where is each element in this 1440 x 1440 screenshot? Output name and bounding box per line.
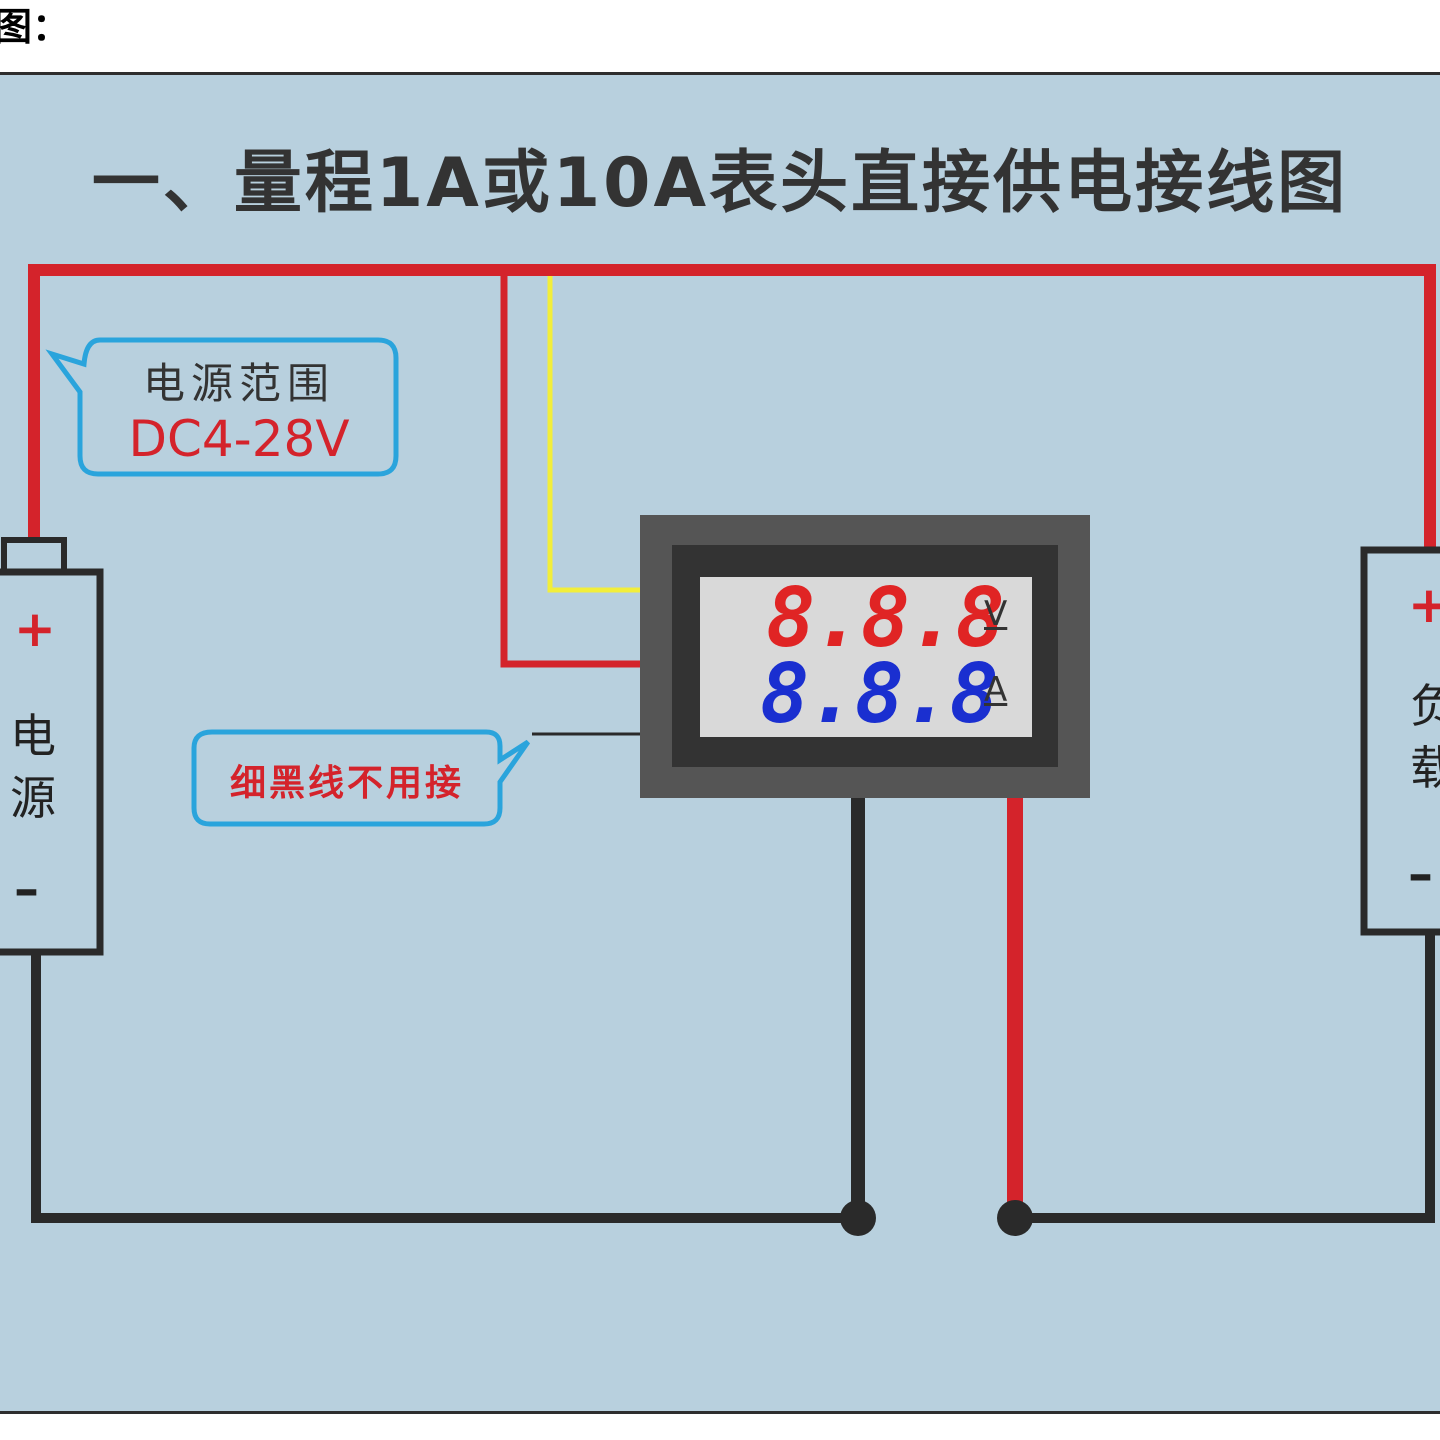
red-wire-top [28, 264, 1436, 550]
junction-dot-load [997, 1200, 1033, 1236]
battery-plus-sign: + [14, 600, 56, 658]
current-unit: A [984, 670, 1008, 710]
voltage-unit: V [984, 594, 1008, 634]
battery-label: 电 源 [10, 709, 56, 825]
power-range-label: 电源范围 [142, 359, 335, 408]
power-range-value: DC4-28V [128, 410, 350, 468]
black-wire-load [1015, 932, 1435, 1223]
load-body [1360, 546, 1440, 936]
load-plus-sign: + [1408, 576, 1440, 634]
load-minus-sign: – [1408, 845, 1433, 903]
battery-minus-sign: – [14, 860, 39, 918]
battery-terminal [1, 537, 67, 577]
diagram-title: 一、量程1A或10A表头直接供电接线图 [91, 144, 1349, 223]
power-range-bubble [45, 337, 399, 477]
yellow-wire [547, 276, 640, 593]
red-wire-meter-branch [500, 270, 640, 668]
load-label: 负 载 [1410, 679, 1440, 795]
meter-screen [700, 577, 1032, 737]
voltage-readout: 8.8.8 [766, 571, 1005, 666]
hint-bubble [191, 729, 531, 827]
black-wire-bottom [31, 952, 858, 1223]
hint-text: 细黑线不用接 [229, 763, 464, 804]
page-label: 图： [0, 5, 71, 49]
current-readout: 8.8.8 [760, 647, 999, 742]
battery-body [0, 568, 104, 956]
junction-dot-black [840, 1200, 876, 1236]
